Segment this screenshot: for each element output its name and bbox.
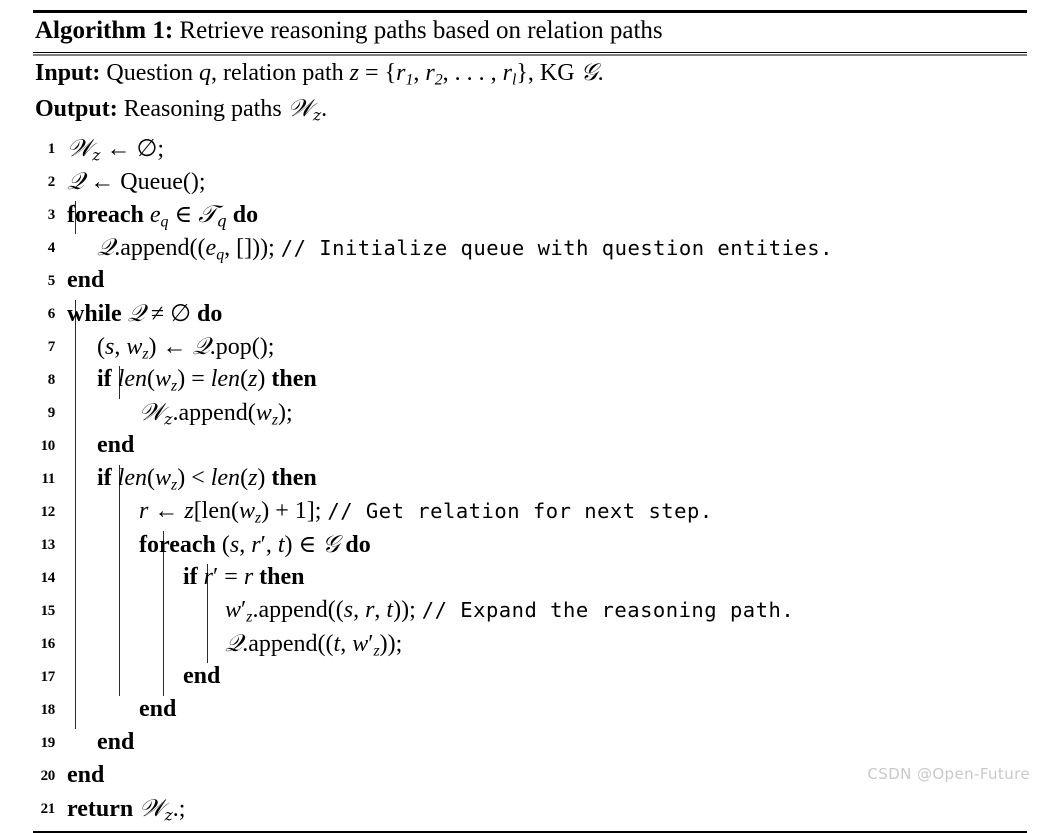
line-content: 𝒬.append((t, w′z)); xyxy=(225,629,403,660)
algorithm-caption: Algorithm 1: Retrieve reasoning paths ba… xyxy=(33,13,1027,50)
line-content: end xyxy=(183,663,221,690)
indent-guide-l3-foreach xyxy=(163,531,164,697)
line-number: 1 xyxy=(47,141,56,158)
code-row: 7 (s, wz) ← 𝒬.pop(); xyxy=(33,330,1027,363)
line-content: (s, wz) ← 𝒬.pop(); xyxy=(97,332,275,363)
line-content: 𝒲z ← ∅; xyxy=(67,134,165,165)
code-row: 16 𝒬.append((t, w′z)); xyxy=(33,627,1027,660)
indent-guide-l4-if14 xyxy=(207,564,208,664)
line-number: 3 xyxy=(47,207,56,224)
indent-guide-l1-while xyxy=(75,300,76,730)
line-number: 10 xyxy=(40,438,56,455)
code-row: 3 foreach eq ∈ 𝒯q do xyxy=(33,198,1027,231)
line-number: 19 xyxy=(40,735,56,752)
line-number: 16 xyxy=(40,636,56,653)
indent-guide-l2-if8 xyxy=(119,366,120,400)
output-text: Reasoning paths 𝒲z. xyxy=(123,93,328,125)
output-line: Output: Reasoning paths 𝒲z. xyxy=(33,94,1027,129)
line-number: 5 xyxy=(47,273,56,290)
line-number: 13 xyxy=(40,537,56,554)
code-row: 20 end xyxy=(33,759,1027,792)
line-content: if len(wz) = len(z) then xyxy=(97,366,317,395)
code-row: 4 𝒬.append((eq, [])); // Initialize queu… xyxy=(33,231,1027,264)
line-number: 14 xyxy=(40,570,56,587)
watermark: CSDN @Open-Future xyxy=(867,765,1030,783)
code-row: 8 if len(wz) = len(z) then xyxy=(33,363,1027,396)
input-text: Question q, relation path z = {r1, r2, .… xyxy=(106,57,604,88)
line-number: 12 xyxy=(40,504,56,521)
line-content: foreach (s, r′, t) ∈ 𝒢 do xyxy=(139,530,371,559)
line-number: 18 xyxy=(40,702,56,719)
code-row: 5 end xyxy=(33,264,1027,297)
output-label: Output: xyxy=(35,95,118,122)
rule-top xyxy=(33,10,1027,13)
code-row: 1 𝒲z ← ∅; xyxy=(33,132,1027,165)
line-number: 2 xyxy=(47,174,56,191)
code-row: 9 𝒲z.append(wz); xyxy=(33,396,1027,429)
code-row: 14 if r′ = r then xyxy=(33,561,1027,594)
line-number: 11 xyxy=(41,471,55,488)
line-content: end xyxy=(97,432,135,459)
line-content: end xyxy=(67,762,105,789)
line-content: r ← z[len(wz) + 1]; // Get relation for … xyxy=(139,498,713,527)
line-content: while 𝒬 ≠ ∅ do xyxy=(67,299,223,328)
input-label: Input: xyxy=(35,59,101,86)
code-row: 18 end xyxy=(33,693,1027,726)
code-row: 11 if len(wz) < len(z) then xyxy=(33,462,1027,495)
line-comment: // Expand the reasoning path. xyxy=(421,598,795,623)
line-content: if r′ = r then xyxy=(183,564,305,591)
line-number: 17 xyxy=(40,669,56,686)
code-row: 10 end xyxy=(33,429,1027,462)
line-comment: // Initialize queue with question entiti… xyxy=(280,236,833,261)
line-number: 21 xyxy=(40,801,56,818)
line-content: 𝒬.append((eq, [])); // Initialize queue … xyxy=(97,233,833,264)
line-number: 6 xyxy=(47,306,56,323)
line-number: 4 xyxy=(47,240,56,257)
line-comment: // Get relation for next step. xyxy=(327,499,713,524)
rule-under-caption xyxy=(33,51,1027,53)
algorithm-body: 1 𝒲z ← ∅; 2 𝒬 ← Queue(); 3 foreach eq ∈ … xyxy=(33,129,1027,825)
code-row: 21 return 𝒲z.; xyxy=(33,792,1027,825)
input-line: Input: Question q, relation path z = {r1… xyxy=(33,58,1027,94)
line-number: 20 xyxy=(40,768,56,785)
line-content: if len(wz) < len(z) then xyxy=(97,465,317,494)
line-content: end xyxy=(67,267,105,294)
line-content: 𝒬 ← Queue(); xyxy=(67,167,206,196)
line-content: 𝒲z.append(wz); xyxy=(139,398,293,429)
algorithm-block: Algorithm 1: Retrieve reasoning paths ba… xyxy=(33,10,1027,833)
code-row: 17 end xyxy=(33,660,1027,693)
line-number: 7 xyxy=(47,339,56,356)
io-block: Input: Question q, relation path z = {r1… xyxy=(33,53,1027,130)
algorithm-caption-title: Retrieve reasoning paths based on relati… xyxy=(179,17,663,44)
line-content: end xyxy=(139,696,177,723)
line-content: w′z.append((s, r, t)); // Expand the rea… xyxy=(225,597,795,626)
line-content: foreach eq ∈ 𝒯q do xyxy=(67,200,259,231)
line-number: 15 xyxy=(40,603,56,620)
line-number: 8 xyxy=(47,372,56,389)
code-row: 2 𝒬 ← Queue(); xyxy=(33,165,1027,198)
code-row: 19 end xyxy=(33,726,1027,759)
line-number: 9 xyxy=(47,405,56,422)
code-row: 6 while 𝒬 ≠ ∅ do xyxy=(33,297,1027,330)
code-row: 15 w′z.append((s, r, t)); // Expand the … xyxy=(33,594,1027,627)
indent-guide-l2-if11 xyxy=(119,465,120,697)
code-row: 13 foreach (s, r′, t) ∈ 𝒢 do xyxy=(33,528,1027,561)
line-content: end xyxy=(97,729,135,756)
indent-guide-l1-foreach xyxy=(75,201,76,235)
algorithm-caption-label: Algorithm 1: xyxy=(35,17,174,44)
line-content: return 𝒲z.; xyxy=(67,794,186,825)
code-row: 12 r ← z[len(wz) + 1]; // Get relation f… xyxy=(33,495,1027,528)
